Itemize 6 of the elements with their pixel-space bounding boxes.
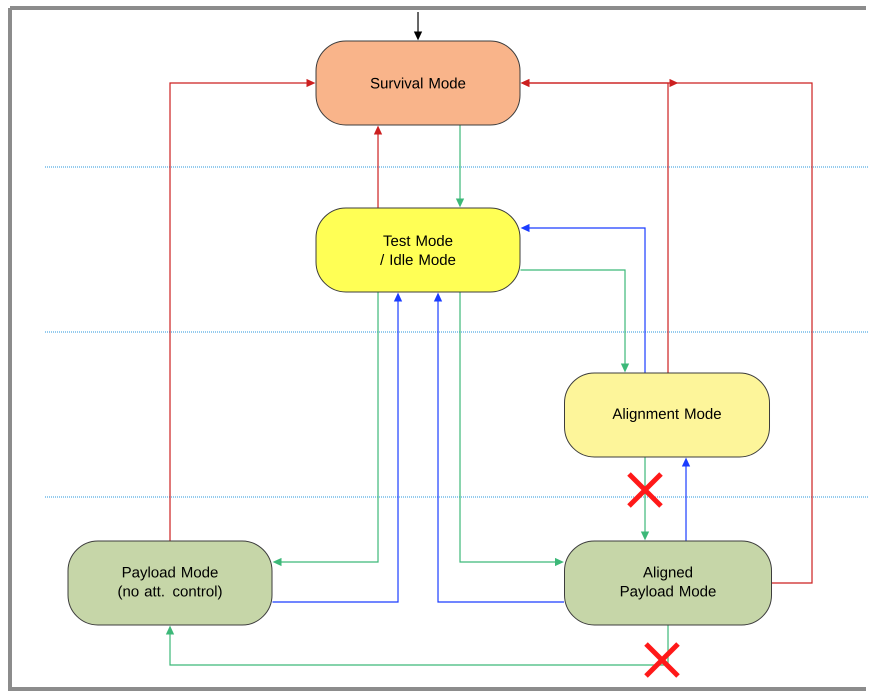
mode-box: Alignment Mode [564,372,770,458]
mode-box: Survival Mode [316,40,520,126]
mode-box: Aligned Payload Mode [564,540,772,626]
mode-box: Test Mode / Idle Mode [316,208,520,292]
mode-box: Payload Mode (no att. control) [68,540,272,626]
arrow [166,626,669,666]
